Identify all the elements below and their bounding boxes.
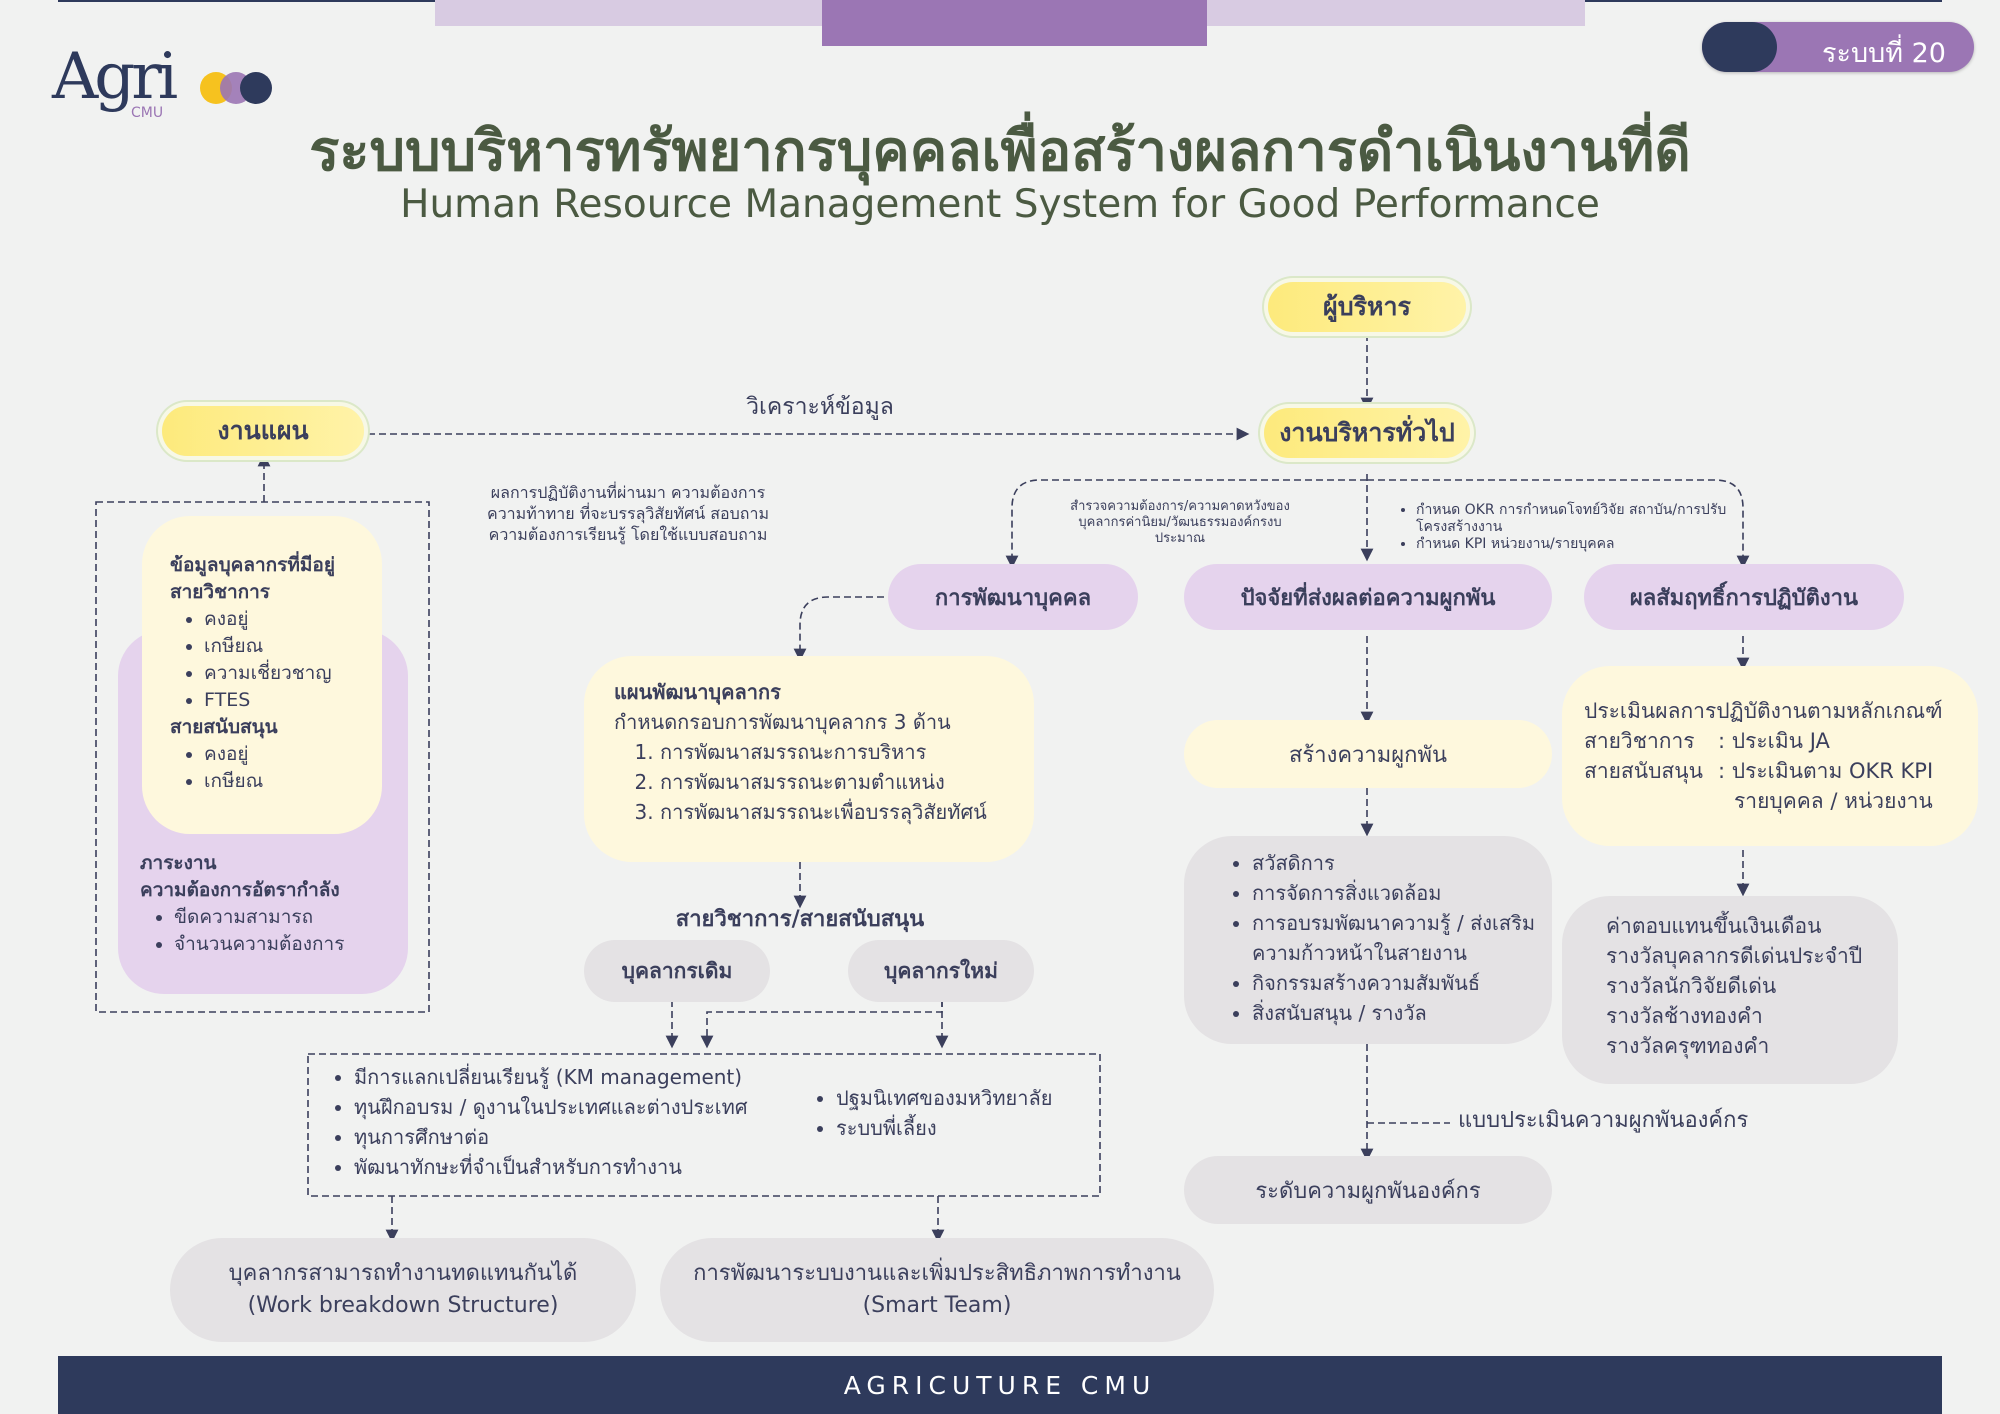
engagement-survey-label: แบบประเมินความผูกพันองค์กร — [1458, 1108, 1749, 1133]
top-bar-dark — [822, 0, 1207, 46]
rewards-box — [1562, 896, 1898, 1084]
smart-team-line: การพัฒนาระบบงานและเพิ่มประสิทธิภาพการทำง… — [693, 1261, 1181, 1286]
list-item: การพัฒนาสมรรถนะเพื่อบรรลุวิสัยทัศน์ — [660, 797, 1034, 827]
logo: Agri — [52, 40, 178, 114]
welfare-list: สวัสดิการ การจัดการสิ่งแวดล้อม การอบรมพั… — [1222, 848, 1542, 1028]
list-item: FTES — [204, 687, 380, 714]
new-staff-node: บุคลากรใหม่ — [848, 940, 1034, 1002]
evaluation-box — [1562, 666, 1978, 846]
list-item: รางวัลครุฑทองคำ — [1606, 1034, 1770, 1058]
list-item: พัฒนาทักษะที่จำเป็นสำหรับการทำงาน — [354, 1152, 808, 1182]
engagement-factors-node: ปัจจัยที่ส่งผลต่อความผูกพัน — [1184, 564, 1552, 630]
page-title-th: ระบบบริหารทรัพยากรบุคคลเพื่อสร้างผลการดำ… — [309, 119, 1691, 184]
workload-title: ภาระงาน — [140, 852, 217, 874]
list-item: การพัฒนาสมรรถนะตามตำแหน่ง — [660, 767, 1034, 797]
evaluation-support-value: : ประเมินตาม OKR KPI — [1718, 759, 1934, 783]
dev-plan-box — [584, 656, 1034, 862]
list-item: ทุนฝึกอบรม / ดูงานในประเทศและต่างประเทศ — [354, 1092, 808, 1122]
logo-sub: CMU — [131, 105, 164, 121]
welfare-box — [1184, 836, 1552, 1044]
staff-data-box — [142, 516, 382, 834]
list-item: ค่าตอบแทนขึ้นเงินเดือน — [1606, 914, 1822, 938]
work-breakdown-line: บุคลากรสามารถทำงานทดแทนกันได้ — [228, 1261, 578, 1286]
evaluation-academic-label: สายวิชาการ — [1584, 729, 1695, 753]
build-engagement-node: สร้างความผูกพัน — [1184, 720, 1552, 788]
staff-data-title: ข้อมูลบุคลากรที่มีอยู่ — [170, 554, 335, 576]
training-right-list: ปฐมนิเทศของมหวิทยาลัย ระบบพี่เลี้ยง — [810, 1083, 1090, 1143]
list-item: เกษียณ — [204, 633, 380, 660]
list-item: ความเชี่ยวชาญ — [204, 660, 380, 687]
evaluation-content: ประเมินผลการปฏิบัติงานตามหลักเกณฑ์ สายวิ… — [1584, 696, 1974, 816]
list-item: ขีดความสามารถ — [174, 904, 400, 931]
list-item: การพัฒนาสมรรถนะการบริหาร — [660, 737, 1034, 767]
manpower-title: ความต้องการอัตรากำลัง — [140, 879, 340, 901]
support-title: สายสนับสนุน — [170, 716, 278, 738]
list-item: ทุนการศึกษาต่อ — [354, 1122, 808, 1152]
dev-plan-content: แผนพัฒนาบุคลากร กำหนดกรอบการพัฒนาบุคลากร… — [614, 677, 1034, 827]
list-item: รางวัลนักวิจัยดีเด่น — [1606, 974, 1777, 998]
manpower-content: ภาระงาน ความต้องการอัตรากำลัง ขีดความสาม… — [140, 850, 400, 958]
list-item: มีการแลกเปลี่ยนเรียนรู้ (KM management) — [354, 1062, 808, 1092]
list-item: สิ่งสนับสนุน / รางวัล — [1252, 998, 1542, 1028]
list-item: ปฐมนิเทศของมหวิทยาลัย — [836, 1083, 1090, 1113]
evaluation-academic-value: : ประเมิน JA — [1718, 729, 1830, 753]
okr-notes: กำหนด OKR การกำหนดโจทย์วิจัย สถาบัน/การป… — [1394, 502, 1734, 553]
performance-note: ผลการปฏิบัติงานที่ผ่านมา ความต้องการ ควา… — [486, 483, 769, 544]
list-item: การจัดการสิ่งแวดล้อม — [1252, 878, 1542, 908]
performance-results-node: ผลสัมฤทธิ์การปฏิบัติงาน — [1584, 564, 1904, 630]
smart-team-line: (Smart Team) — [862, 1293, 1012, 1318]
okr-note: กำหนด OKR การกำหนดโจทย์วิจัย สถาบัน/การป… — [1416, 502, 1734, 536]
list-item: คงอยู่ — [204, 606, 380, 633]
org-engagement-level-node: ระดับความผูกพันองค์กร — [1184, 1156, 1552, 1224]
evaluation-support-label: สายสนับสนุน — [1584, 759, 1703, 783]
page-title-en: Human Resource Management System for Goo… — [400, 182, 1600, 227]
staff-groups-label: สายวิชาการ/สายสนับสนุน — [675, 907, 925, 932]
list-item: กิจกรรมสร้างความสัมพันธ์ — [1252, 968, 1542, 998]
executive-node: ผู้บริหาร — [1268, 282, 1466, 332]
smart-team-box: การพัฒนาระบบงานและเพิ่มประสิทธิภาพการทำง… — [660, 1238, 1214, 1342]
survey-note: สำรวจความต้องการ/ความคาดหวังของบุคลากรค่… — [1070, 499, 1290, 546]
dev-plan-title: แผนพัฒนาบุคลากร — [614, 680, 781, 704]
list-item: การอบรมพัฒนาความรู้ / ส่งเสริมความก้าวหน… — [1252, 908, 1542, 968]
list-item: สวัสดิการ — [1252, 848, 1542, 878]
academic-title: สายวิชาการ — [170, 581, 271, 603]
work-breakdown-box: บุคลากรสามารถทำงานทดแทนกันได้ (Work brea… — [170, 1238, 636, 1342]
list-item: รางวัลช้างทองคำ — [1606, 1004, 1763, 1028]
evaluation-line: ประเมินผลการปฏิบัติงานตามหลักเกณฑ์ — [1584, 699, 1943, 723]
list-item: เกษียณ — [204, 768, 380, 795]
work-breakdown-line: (Work breakdown Structure) — [247, 1293, 559, 1318]
planning-node: งานแผน — [162, 406, 364, 456]
logo-circles-icon — [200, 72, 272, 104]
dev-plan-subtitle: กำหนดกรอบการพัฒนาบุคลากร 3 ด้าน — [614, 710, 951, 734]
evaluation-support-value-2: รายบุคคล / หน่วยงาน — [1734, 789, 1933, 813]
training-left-list: มีการแลกเปลี่ยนเรียนรู้ (KM management) … — [328, 1062, 808, 1182]
existing-staff-node: บุคลากรเดิม — [584, 940, 770, 1002]
list-item: จำนวนความต้องการ — [174, 931, 400, 958]
analyze-label: วิเคราะห์ข้อมูล — [746, 394, 894, 420]
personnel-dev-node: การพัฒนาบุคคล — [888, 564, 1138, 630]
system-badge-label: ระบบที่ 20 — [1821, 38, 1946, 69]
footer: AGRICUTURE CMU — [58, 1356, 1942, 1414]
rewards-list: ค่าตอบแทนขึ้นเงินเดือน รางวัลบุคลากรดีเด… — [1606, 911, 1896, 1061]
list-item: ระบบพี่เลี้ยง — [836, 1113, 1090, 1143]
system-badge: ระบบที่ 20 — [1702, 22, 1974, 72]
list-item: รางวัลบุคลากรดีเด่นประจำปี — [1606, 944, 1863, 968]
staff-data-content: ข้อมูลบุคลากรที่มีอยู่ สายวิชาการ คงอยู่… — [170, 552, 380, 795]
okr-note: กำหนด KPI หน่วยงาน/รายบุคคล — [1416, 536, 1734, 553]
list-item: คงอยู่ — [204, 741, 380, 768]
general-admin-node: งานบริหารทั่วไป — [1264, 408, 1470, 458]
